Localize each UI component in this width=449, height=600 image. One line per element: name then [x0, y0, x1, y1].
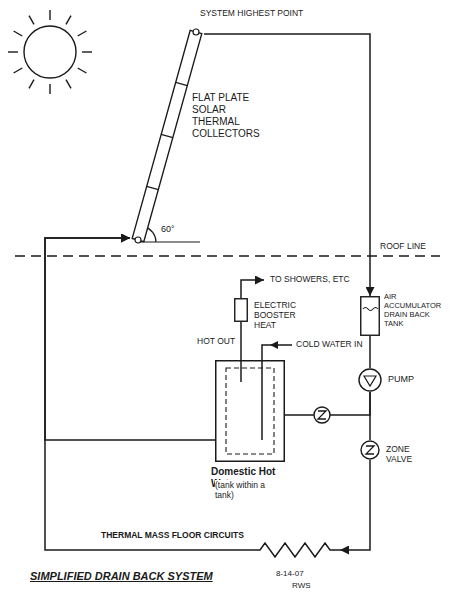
text-holder: THERMAL MASS FLOOR CIRCUITS [101, 530, 244, 540]
pump-casing [359, 369, 381, 391]
shower-pipe [241, 280, 264, 298]
sun-ray [49, 84, 50, 94]
note-label: SYSTEM HIGHEST POINT [200, 8, 303, 18]
node-outline [235, 299, 248, 322]
sun-symbol [8, 10, 92, 94]
floor-circuit: THERMAL MASS FLOOR CIRCUITS [250, 540, 340, 560]
floor-coil [250, 543, 340, 557]
collector-label: FLAT PLATE SOLAR THERMAL COLLECTORS [192, 92, 260, 140]
zone-valve: ZONE VALVE [360, 440, 380, 460]
sun-ray [14, 68, 23, 73]
node-shape [215, 360, 285, 462]
text-holder: TO SHOWERS, ETC [270, 274, 350, 284]
pump-label: PUMP [388, 374, 414, 385]
pipe-fitting [135, 237, 141, 243]
outlet-label: TO SHOWERS, ETC [270, 274, 350, 284]
valve-body [361, 441, 379, 459]
text-holder: ZONE VALVE [386, 444, 412, 464]
node-outline [361, 297, 380, 336]
text-holder: PUMP [388, 374, 414, 385]
text-holder: 8-14-07 [276, 569, 304, 579]
text-holder: RWS [292, 581, 311, 591]
pipe-fitting [193, 29, 199, 35]
heater-label: ELECTRIC BOOSTER HEAT [254, 300, 296, 331]
text-holder: COLD WATER IN [296, 339, 363, 349]
initials-label: RWS [292, 581, 311, 591]
text-holder: FLAT PLATE SOLAR THERMAL COLLECTORS [192, 92, 260, 140]
roof-label: ROOF LINE [380, 241, 426, 251]
sun-disc [24, 26, 76, 78]
node-shape [250, 540, 340, 560]
water-level [363, 308, 378, 311]
node-shape [360, 296, 380, 336]
valve-label: ZONE VALVE [386, 444, 412, 464]
floor-label: THERMAL MASS FLOOR CIRCUITS [101, 530, 244, 540]
text-holder: ROOF LINE [380, 241, 426, 251]
inner-tank [226, 368, 274, 454]
node-shape [358, 368, 382, 392]
hot-water-tank: Domestic Hot Water(tank within a tank) [215, 360, 285, 462]
tank-note: (tank within a tank) [215, 480, 285, 500]
sun-ray [78, 68, 87, 73]
check-valve [314, 407, 330, 423]
drain-back-tank: AIR ACCUMULATOR DRAIN BACK TANK [360, 296, 380, 336]
pipe-connector [45, 238, 250, 550]
roof-line [15, 255, 440, 256]
pipe-label: HOT OUT [197, 336, 235, 346]
outer-tank [216, 361, 285, 462]
diagram-title: SIMPLIFIED DRAIN BACK SYSTEM [30, 570, 213, 583]
sun-ray [82, 51, 92, 52]
valve-mark [318, 411, 326, 419]
sun-ray [49, 10, 50, 20]
valve-mark [366, 446, 374, 454]
sun-ray [29, 80, 34, 89]
pump-symbol: PUMP [358, 368, 382, 392]
panel-divider [147, 186, 159, 189]
text-holder: (tank within a tank) [215, 480, 285, 500]
panel-divider [161, 134, 173, 137]
cold-water-pipe [262, 345, 292, 440]
sun-ray [8, 51, 18, 52]
angle-reference [140, 241, 200, 242]
node-shape [234, 298, 248, 322]
booster-heater: ELECTRIC BOOSTER HEAT [234, 298, 248, 322]
inlet-label: COLD WATER IN [296, 339, 363, 349]
text-holder: SIMPLIFIED DRAIN BACK SYSTEM [30, 570, 213, 583]
sun-ray [66, 16, 71, 25]
flow-arrow [270, 341, 278, 349]
text-holder: ELECTRIC BOOSTER HEAT [254, 300, 296, 331]
pipe-connector [204, 34, 370, 296]
panel-divider [176, 82, 188, 85]
angle-label: 60° [161, 224, 175, 235]
hot-draw-tube [240, 360, 242, 382]
text-holder: 60° [161, 224, 175, 235]
pipe-connector [340, 460, 370, 550]
tank-label: AIR ACCUMULATOR DRAIN BACK TANK [384, 292, 441, 328]
pipe-connector [240, 322, 242, 360]
text-holder: SYSTEM HIGHEST POINT [200, 8, 303, 18]
pipe-connector [369, 336, 371, 368]
pipe-connector [45, 238, 215, 440]
pump-impeller [364, 376, 376, 386]
solar-collector: FLAT PLATE SOLAR THERMAL COLLECTORS [130, 26, 204, 246]
sun-ray [14, 31, 23, 36]
date-label: 8-14-07 [276, 569, 304, 579]
sun-ray [29, 16, 34, 25]
node-shape [360, 440, 380, 460]
text-holder: AIR ACCUMULATOR DRAIN BACK TANK [384, 292, 441, 328]
sun-ray [66, 80, 71, 89]
text-holder: HOT OUT [197, 336, 235, 346]
sun-ray [78, 31, 87, 36]
